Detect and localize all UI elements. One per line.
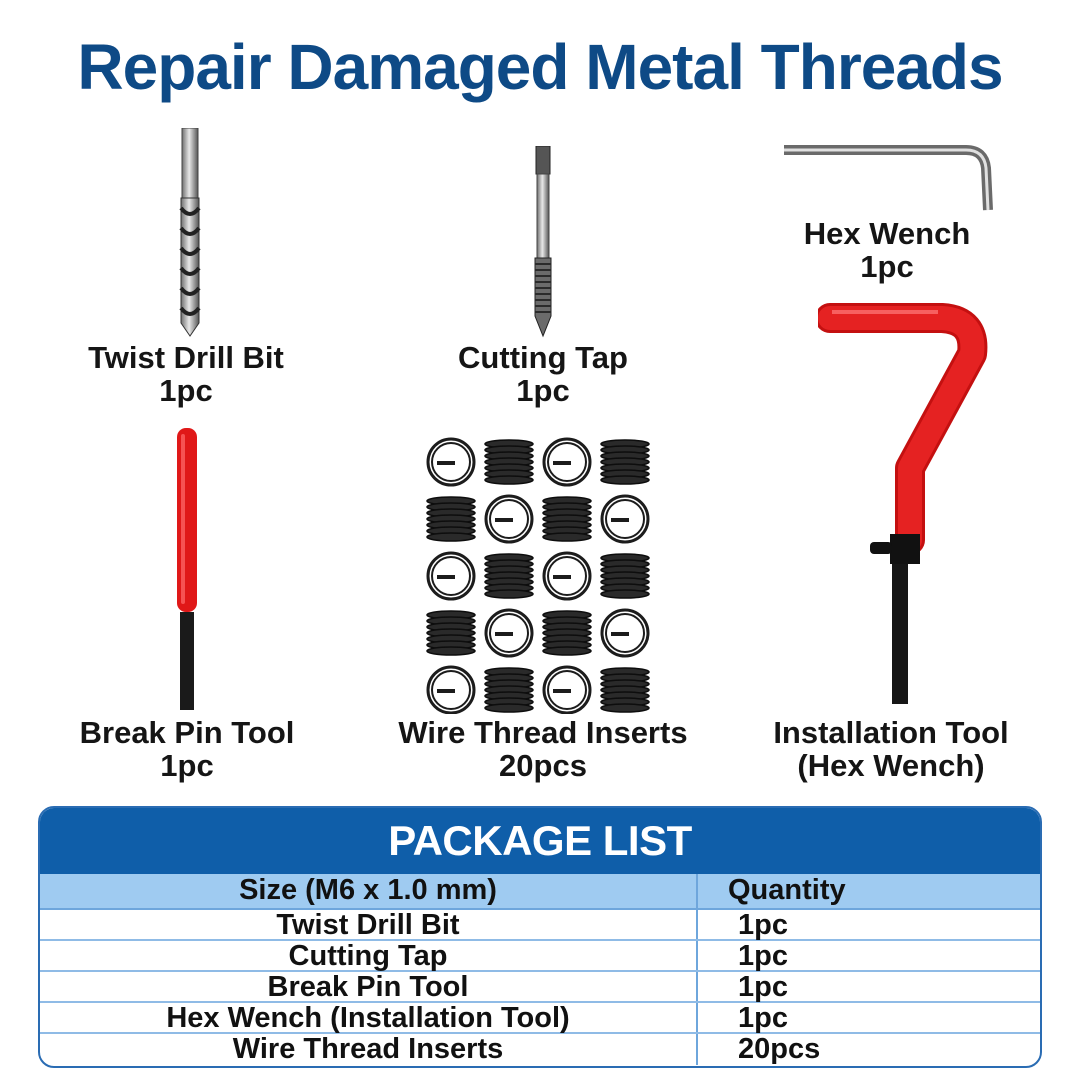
insert-coil-icon [484, 439, 534, 485]
insert-coil-icon [600, 439, 650, 485]
inserts-name: Wire Thread Inserts [398, 715, 688, 750]
insert-ring-icon [542, 665, 592, 715]
pin-qty: 1pc [160, 748, 214, 783]
twist-drill-bit-image [179, 128, 201, 337]
insert-ring-icon [426, 437, 476, 487]
insert-ring-icon [426, 665, 476, 715]
insert-ring-icon [542, 437, 592, 487]
pin-caption: Break Pin Tool 1pc [60, 716, 314, 782]
tap-caption: Cutting Tap 1pc [430, 341, 656, 407]
insert-ring-icon [542, 551, 592, 601]
hex-wrench-image [784, 145, 993, 211]
hex-caption: Hex Wench 1pc [774, 217, 1000, 283]
hex-name: Hex Wench [803, 216, 971, 251]
insert-coil-icon [426, 610, 476, 656]
insert-coil-icon [600, 553, 650, 599]
wire-thread-inserts-image [422, 434, 658, 715]
quantity-column-header: Quantity [728, 874, 846, 906]
row-item-qty: 1pc [738, 940, 788, 972]
row-item-qty: 20pcs [738, 1033, 821, 1065]
table-row: Wire Thread Inserts 20pcs [40, 1034, 1040, 1065]
install-caption: Installation Tool (Hex Wench) [760, 716, 1022, 782]
drill-caption: Twist Drill Bit 1pc [60, 341, 312, 407]
package-list-table: PACKAGE LIST Size (M6 x 1.0 mm) Quantity… [38, 806, 1042, 1068]
page-headline: Repair Damaged Metal Threads [77, 31, 1003, 103]
insert-ring-icon [484, 608, 534, 658]
insert-ring-icon [600, 608, 650, 658]
tap-name: Cutting Tap [458, 340, 628, 375]
break-pin-tool-image [177, 428, 197, 710]
install-name: Installation Tool [773, 715, 1009, 750]
insert-ring-icon [426, 551, 476, 601]
install-qty: (Hex Wench) [797, 748, 985, 783]
pin-name: Break Pin Tool [79, 715, 295, 750]
inserts-caption: Wire Thread Inserts 20pcs [390, 716, 696, 782]
insert-coil-icon [542, 610, 592, 656]
row-item-name: Hex Wench (Installation Tool) [40, 1003, 698, 1033]
row-item-name: Twist Drill Bit [40, 910, 698, 940]
drill-name: Twist Drill Bit [88, 340, 284, 375]
table-row: Break Pin Tool 1pc [40, 972, 1040, 1003]
insert-coil-icon [542, 496, 592, 542]
drill-qty: 1pc [159, 373, 213, 408]
row-item-qty: 1pc [738, 971, 788, 1003]
row-item-name: Wire Thread Inserts [40, 1034, 698, 1065]
insert-coil-icon [484, 667, 534, 713]
table-row: Cutting Tap 1pc [40, 941, 1040, 972]
insert-coil-icon [484, 553, 534, 599]
inserts-qty: 20pcs [499, 748, 587, 783]
table-row: Twist Drill Bit 1pc [40, 910, 1040, 941]
package-list-title: PACKAGE LIST [40, 808, 1040, 874]
installation-tool-image [818, 303, 988, 704]
table-row: Hex Wench (Installation Tool) 1pc [40, 1003, 1040, 1034]
cutting-tap-image [534, 146, 552, 338]
size-column-header: Size (M6 x 1.0 mm) [40, 874, 698, 908]
insert-coil-icon [426, 496, 476, 542]
row-item-name: Break Pin Tool [40, 972, 698, 1002]
tap-qty: 1pc [516, 373, 570, 408]
insert-ring-icon [484, 494, 534, 544]
insert-ring-icon [600, 494, 650, 544]
package-list-column-headers: Size (M6 x 1.0 mm) Quantity [40, 874, 1040, 910]
row-item-qty: 1pc [738, 909, 788, 941]
row-item-name: Cutting Tap [40, 941, 698, 971]
insert-coil-icon [600, 667, 650, 713]
hex-qty: 1pc [860, 249, 914, 284]
row-item-qty: 1pc [738, 1002, 788, 1034]
